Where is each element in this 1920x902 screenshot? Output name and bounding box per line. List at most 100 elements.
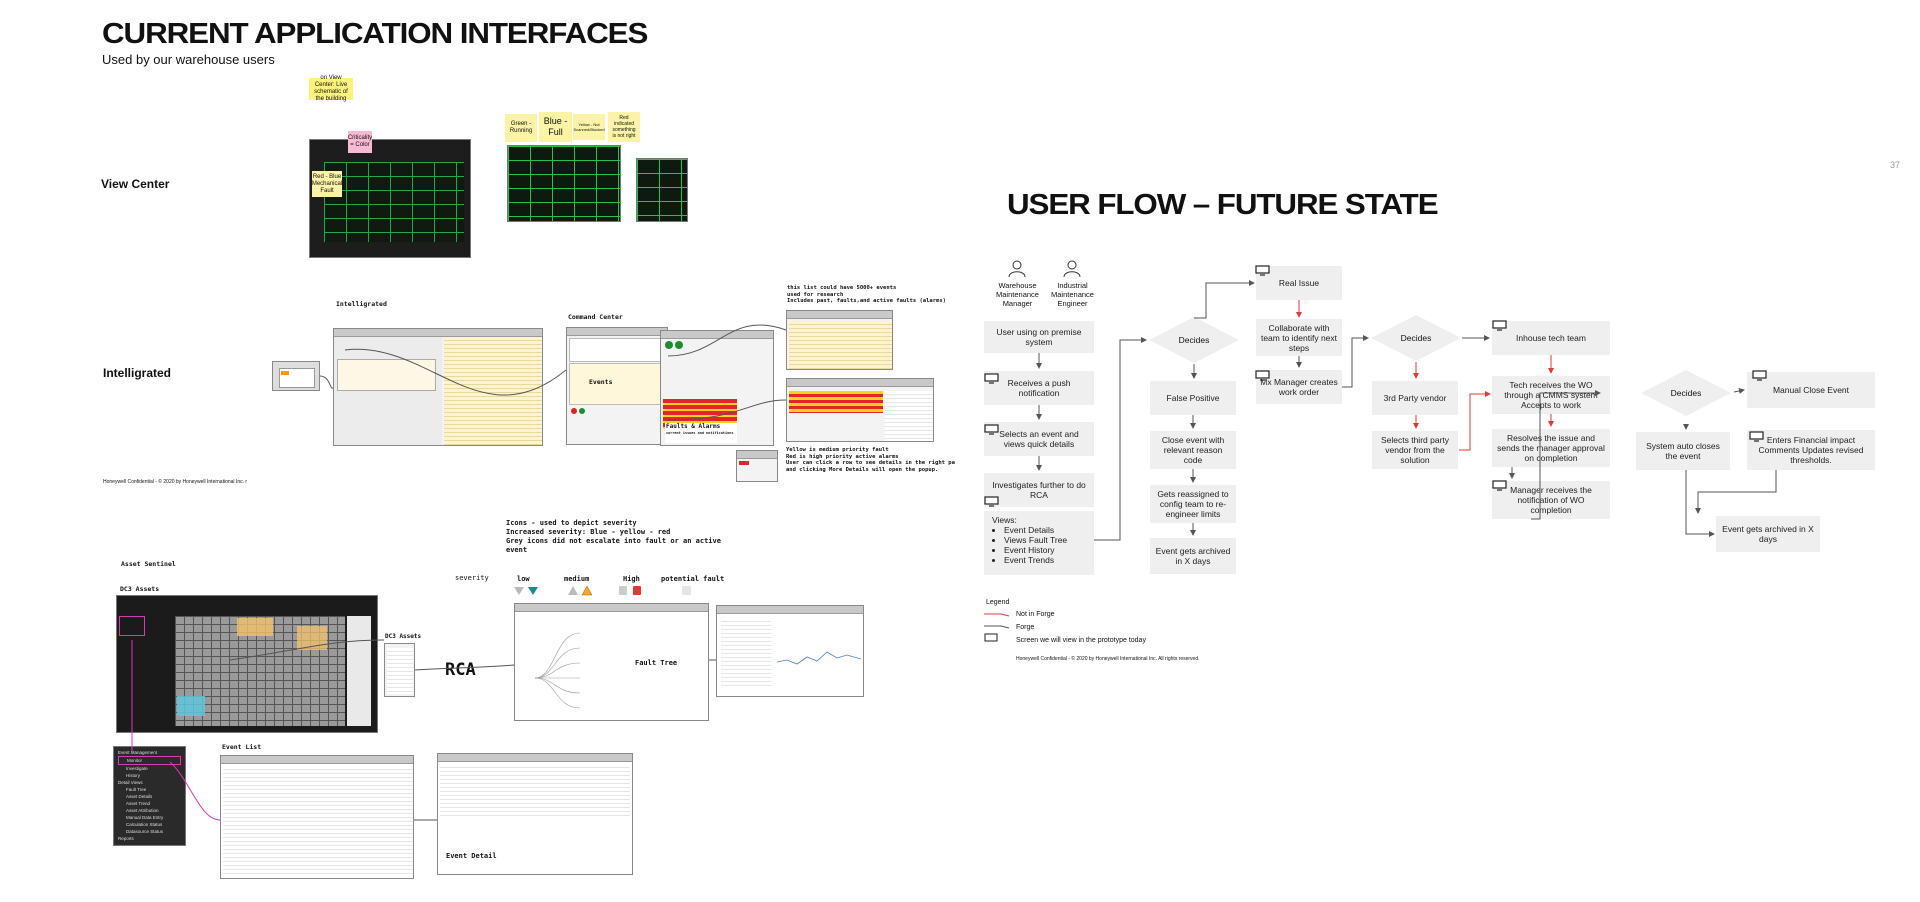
legend-screen: Screen we will view in the prototype tod… bbox=[1016, 637, 1146, 644]
label-faults-alarms: Faults & Alarms bbox=[666, 423, 720, 431]
event-list-screenshot bbox=[786, 310, 893, 370]
trend-screenshot bbox=[716, 605, 864, 697]
views-item: Event Trends bbox=[1004, 555, 1067, 565]
label-dc3-assets-small: DC3 Assets bbox=[385, 633, 421, 641]
low-teal-funnel-icon bbox=[528, 587, 538, 595]
label-rca: RCA bbox=[445, 660, 476, 680]
dc3-assets-small-screenshot bbox=[384, 643, 415, 697]
section-label-view-center: View Center bbox=[101, 177, 169, 191]
sticky-note-yellow: Yellow - Not Scanned/Blocked bbox=[573, 114, 605, 140]
label-intelligrated-screen: Intelligrated bbox=[336, 300, 387, 308]
high-red-square-icon bbox=[633, 586, 641, 595]
views-item: Event Details bbox=[1004, 525, 1067, 535]
right-confidential-footer: Honeywell Confidential - © 2020 by Honey… bbox=[1016, 656, 1200, 662]
label-command-center: Command Center bbox=[568, 313, 623, 321]
person-icon-manager bbox=[1007, 260, 1027, 278]
monitor-icon bbox=[984, 496, 999, 507]
monitor-icon bbox=[984, 424, 999, 435]
view-center-screenshot-1 bbox=[309, 139, 471, 258]
legend-swatches bbox=[983, 609, 1013, 644]
flow-user-premise: User using on premise system bbox=[984, 321, 1094, 353]
nav-menu-item: Monitor bbox=[118, 756, 181, 765]
nav-menu-item: History bbox=[118, 772, 181, 779]
nav-menu-item: Datasource Status bbox=[118, 828, 181, 835]
monitor-icon bbox=[984, 373, 999, 384]
flow-decides-2: Decides bbox=[1370, 314, 1462, 362]
legend-title: Legend bbox=[986, 599, 1009, 606]
monitor-icon bbox=[1492, 480, 1507, 491]
nav-menu-item: Manual Data Entry bbox=[118, 814, 181, 821]
persona-warehouse-manager: Warehouse Maintenance Manager bbox=[990, 281, 1045, 308]
intelligrated-thumbnail bbox=[272, 361, 320, 391]
left-slide-title: CURRENT APPLICATION INTERFACES bbox=[102, 18, 647, 51]
flow-push-notification: Receives a push notification bbox=[984, 371, 1094, 405]
medium-grey-triangle-icon bbox=[568, 586, 578, 595]
flow-investigates: Investigates further to do RCA bbox=[984, 473, 1094, 507]
nav-menu-item: Investigate bbox=[118, 765, 181, 772]
section-label-intelligrated: Intelligrated bbox=[103, 366, 171, 380]
flow-selects-vendor: Selects third party vendor from the solu… bbox=[1372, 431, 1458, 469]
flow-selects-event: Selects an event and views quick details bbox=[984, 422, 1094, 456]
severity-icons bbox=[512, 585, 702, 599]
sticky-note-green: Green - Running bbox=[505, 114, 537, 142]
dc3-assets-screenshot bbox=[116, 595, 378, 733]
flow-collaborate: Collaborate with team to identify next s… bbox=[1256, 319, 1342, 356]
popup-screenshot bbox=[736, 450, 778, 482]
right-slide-title: USER FLOW – FUTURE STATE bbox=[1007, 189, 1438, 222]
view-center-screenshot-3 bbox=[636, 158, 688, 222]
flow-auto-close: System auto closes the event bbox=[1636, 432, 1730, 470]
high-grey-square-icon bbox=[619, 586, 627, 595]
faults-alarms-screenshot: Faults & Alarms current issues and notif… bbox=[660, 330, 774, 446]
label-dc3-assets: DC3 Assets bbox=[120, 585, 159, 593]
views-title: Views: bbox=[992, 515, 1067, 525]
nav-menu-item: Calculation Status bbox=[118, 821, 181, 828]
view-center-screenshot-2 bbox=[507, 145, 621, 222]
monitor-icon bbox=[1492, 320, 1507, 331]
monitor-icon bbox=[1749, 431, 1764, 442]
event-list-grid-screenshot bbox=[220, 755, 414, 879]
person-icon-engineer bbox=[1062, 260, 1082, 278]
legend-not-in-forge: Not in Forge bbox=[1016, 611, 1055, 618]
note-priority: Yellow is medium priority fault Red is h… bbox=[786, 447, 955, 473]
note-icons-severity: Icons - used to depict severity Increase… bbox=[506, 519, 721, 555]
flow-tech-receives: Tech receives the WO through a CMMS syst… bbox=[1492, 376, 1610, 414]
sticky-note-blue: Blue - Full bbox=[539, 112, 572, 142]
views-list: Event Details Views Fault Tree Event His… bbox=[992, 525, 1067, 565]
persona-industrial-engineer: Industrial Maintenance Engineer bbox=[1045, 281, 1100, 308]
fault-tree-screenshot: Fault Tree bbox=[514, 603, 709, 721]
page-number: 37 bbox=[1890, 160, 1900, 170]
monitor-icon bbox=[1255, 265, 1270, 276]
monitor-icon bbox=[1255, 370, 1270, 381]
label-asset-sentinel: Asset Sentinel bbox=[121, 560, 176, 568]
nav-menu-item: Asset Trend bbox=[118, 800, 181, 807]
sticky-note-view-center: on View Center: Live schematic of the bu… bbox=[309, 78, 353, 100]
severity-medium-label: medium bbox=[564, 575, 589, 583]
views-item: Views Fault Tree bbox=[1004, 535, 1067, 545]
severity-high-label: High bbox=[623, 575, 640, 583]
potential-fault-icon bbox=[682, 586, 691, 595]
flow-financial-impact: Enters Financial impact Comments Updates… bbox=[1747, 430, 1875, 470]
monitor-icon bbox=[1752, 370, 1767, 381]
nav-menu-item: Asset Details bbox=[118, 793, 181, 800]
legend-grey-line bbox=[984, 626, 1009, 628]
label-event-list: Event List bbox=[222, 743, 261, 751]
decides-1-label: Decides bbox=[1148, 316, 1240, 364]
flow-resolves: Resolves the issue and sends the manager… bbox=[1492, 429, 1610, 467]
left-confidential-footer: Honeywell Confidential - © 2020 by Honey… bbox=[103, 479, 247, 485]
sticky-note-criticality: Criticality = Color bbox=[348, 131, 372, 153]
label-fault-tree: Fault Tree bbox=[635, 659, 677, 667]
flow-manager-receives: Manager receives the notification of WO … bbox=[1492, 481, 1610, 519]
views-item: Event History bbox=[1004, 545, 1067, 555]
flow-archived-2: Event gets archived in X days bbox=[1716, 516, 1820, 552]
flow-decides-3: Decides bbox=[1640, 369, 1732, 417]
event-detail-screenshot: Event Detail bbox=[437, 753, 633, 875]
label-severity: severity bbox=[455, 574, 489, 582]
legend-red-line bbox=[984, 614, 1009, 616]
flow-inhouse: Inhouse tech team bbox=[1492, 321, 1610, 355]
sticky-note-red: Red indicated something is not right bbox=[608, 112, 640, 142]
sticky-note-red-blue: Red - Blue Mechanical Fault bbox=[312, 171, 342, 197]
decides-3-label: Decides bbox=[1640, 369, 1732, 417]
severity-low-label: low bbox=[517, 575, 530, 583]
label-faults-sub: current issues and notifications bbox=[666, 431, 733, 435]
